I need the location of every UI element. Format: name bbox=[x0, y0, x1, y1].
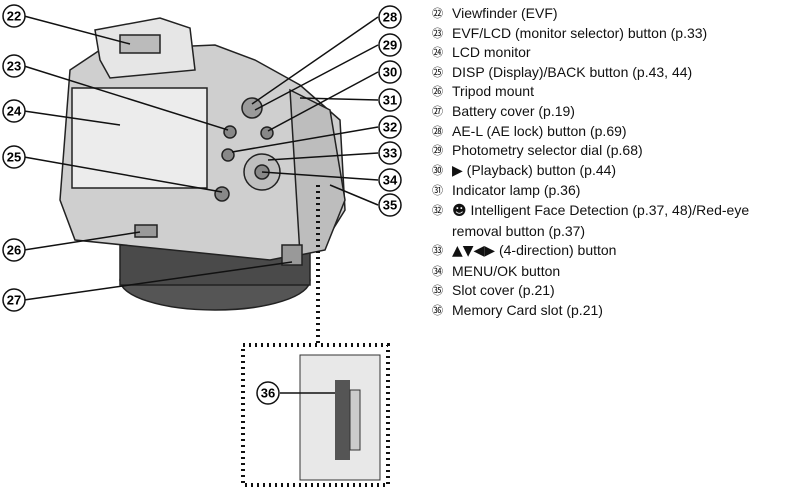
legend-item-23: ㉓ EVF/LCD (monitor selector) button (p.33… bbox=[432, 24, 788, 44]
number-badge: ㉗ bbox=[432, 104, 443, 118]
svg-text:24: 24 bbox=[7, 104, 22, 119]
legend-text: EVF/LCD (monitor selector) button (p.33) bbox=[452, 24, 708, 41]
legend-text: Viewfinder (EVF) bbox=[452, 5, 558, 21]
svg-text:30: 30 bbox=[383, 65, 397, 80]
number-badge: ㉚ bbox=[432, 163, 443, 177]
legend-text: (4-direction) button bbox=[498, 242, 617, 259]
callout-28: 28 bbox=[378, 5, 402, 29]
legend-text: Intelligent Face Detection (p.37, 48)/Re… bbox=[452, 201, 750, 239]
legend-text: Slot cover (p.21) bbox=[452, 282, 555, 299]
number-badge: ㉒ bbox=[432, 7, 443, 20]
callout-27: 27 bbox=[2, 288, 26, 312]
legend-text: MENU/OK button bbox=[452, 262, 561, 279]
number-badge: ㊱ bbox=[432, 303, 443, 317]
legend-item-31: ㉛ Indicator lamp (p.36) bbox=[432, 181, 788, 201]
leader-lines bbox=[23, 15, 379, 301]
svg-text:31: 31 bbox=[383, 93, 397, 108]
number-badge: ㉝ bbox=[432, 244, 443, 258]
callout-badges: 22 23 24 25 26 27 28 29 30 31 32 33 34 3… bbox=[2, 4, 402, 405]
number-badge: ㉜ bbox=[432, 203, 443, 217]
svg-text:35: 35 bbox=[383, 198, 397, 213]
svg-text:25: 25 bbox=[7, 150, 21, 165]
legend-item-33: ㉝ ▲▼◀▶ (4-direction) button bbox=[432, 241, 788, 262]
legend-text: Photometry selector dial (p.68) bbox=[452, 142, 643, 159]
legend-item-24: ㉔ LCD monitor bbox=[432, 43, 788, 63]
number-badge: ㉖ bbox=[432, 85, 443, 99]
callout-24: 24 bbox=[2, 99, 26, 123]
callout-23: 23 bbox=[2, 54, 26, 78]
legend-text: LCD monitor bbox=[452, 44, 531, 61]
number-badge: ㉕ bbox=[432, 65, 443, 79]
legend-text: Memory Card slot (p.21) bbox=[452, 301, 603, 318]
callout-22: 22 bbox=[2, 4, 26, 28]
callout-26: 26 bbox=[2, 238, 26, 262]
callout-32: 32 bbox=[378, 115, 402, 139]
legend-text: (Playback) button (p.44) bbox=[466, 161, 617, 178]
svg-text:23: 23 bbox=[7, 59, 21, 74]
camera-back-illustration: 22 23 24 25 26 27 28 29 30 31 32 33 34 3… bbox=[2, 4, 402, 487]
legend-item-36: ㊱ Memory Card slot (p.21) bbox=[432, 301, 788, 321]
legend-item-32: ㉜ ☻ Intelligent Face Detection (p.37, 48)… bbox=[432, 201, 788, 241]
svg-text:33: 33 bbox=[383, 146, 397, 161]
callout-30: 30 bbox=[378, 60, 402, 84]
legend-item-25: ㉕ DISP (Display)/BACK button (p.43, 44) bbox=[432, 63, 788, 83]
callout-31: 31 bbox=[378, 88, 402, 112]
parts-legend: ㉒ Viewfinder (EVF) ㉓ EVF/LCD (monitor sele… bbox=[432, 4, 788, 321]
legend-text: Indicator lamp (p.36) bbox=[452, 182, 581, 199]
callout-25: 25 bbox=[2, 145, 26, 169]
number-badge: ㉛ bbox=[432, 184, 443, 198]
callout-35: 35 bbox=[378, 193, 402, 217]
legend-item-28: ㉘ AE-L (AE lock) button (p.69) bbox=[432, 122, 788, 142]
svg-text:29: 29 bbox=[383, 38, 397, 53]
callout-34: 34 bbox=[378, 168, 402, 192]
svg-text:26: 26 bbox=[7, 243, 21, 258]
legend-text: AE-L (AE lock) button (p.69) bbox=[452, 122, 627, 139]
svg-text:32: 32 bbox=[383, 120, 397, 135]
legend-item-27: ㉗ Battery cover (p.19) bbox=[432, 102, 788, 122]
svg-text:36: 36 bbox=[261, 386, 275, 401]
legend-item-35: ㉟ Slot cover (p.21) bbox=[432, 281, 788, 301]
number-badge: ㉓ bbox=[432, 26, 443, 40]
playback-icon: ▶ bbox=[452, 162, 463, 179]
number-badge: ㉙ bbox=[432, 144, 443, 158]
number-badge: ㉟ bbox=[432, 284, 443, 298]
legend-item-26: ㉖ Tripod mount bbox=[432, 82, 788, 102]
number-badge: ㉔ bbox=[432, 46, 443, 60]
memory-card-inset bbox=[241, 185, 390, 487]
number-badge: ㉘ bbox=[432, 124, 443, 138]
callout-36: 36 bbox=[256, 381, 280, 405]
legend-text: Tripod mount bbox=[452, 83, 534, 100]
number-badge: ㉞ bbox=[432, 264, 443, 278]
legend-item-22: ㉒ Viewfinder (EVF) bbox=[432, 4, 788, 24]
legend-item-30: ㉚ ▶ (Playback) button (p.44) bbox=[432, 161, 788, 182]
legend-text: DISP (Display)/BACK button (p.43, 44) bbox=[452, 63, 693, 80]
camera-drawing bbox=[59, 17, 346, 311]
svg-text:22: 22 bbox=[7, 9, 21, 24]
face-detection-icon: ☻ bbox=[452, 202, 467, 219]
four-direction-icon: ▲▼◀▶ bbox=[452, 243, 496, 260]
callout-29: 29 bbox=[378, 33, 402, 57]
svg-text:27: 27 bbox=[7, 293, 21, 308]
legend-item-34: ㉞ MENU/OK button bbox=[432, 262, 788, 282]
svg-text:28: 28 bbox=[383, 10, 397, 25]
svg-text:34: 34 bbox=[383, 173, 398, 188]
legend-item-29: ㉙ Photometry selector dial (p.68) bbox=[432, 141, 788, 161]
callout-33: 33 bbox=[378, 141, 402, 165]
legend-text: Battery cover (p.19) bbox=[452, 102, 575, 119]
